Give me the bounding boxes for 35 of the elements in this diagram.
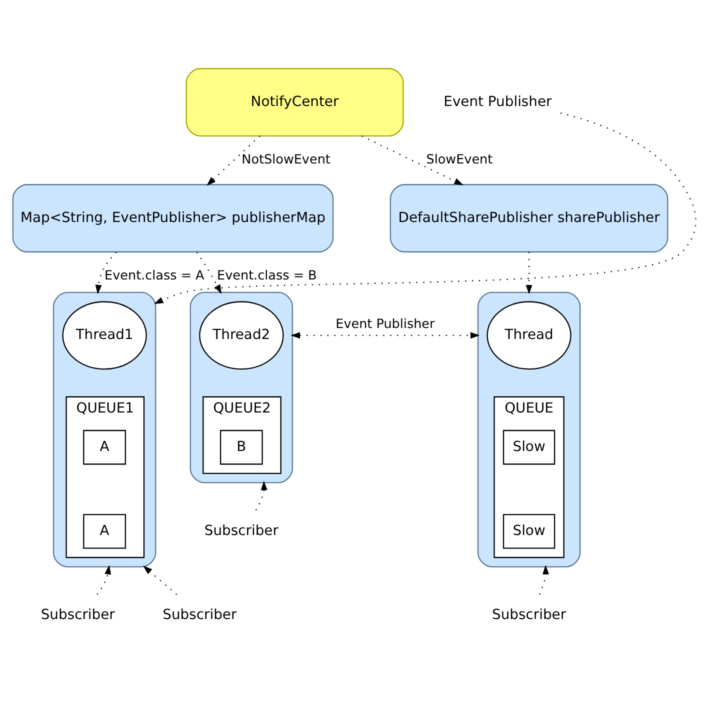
arrow (526, 252, 532, 294)
arrow (539, 564, 550, 594)
node-ellipse: Thread1 (62, 300, 147, 370)
arrow (95, 251, 117, 294)
node-box: Slow (502, 514, 556, 548)
node-ellipse: Thread (486, 300, 572, 370)
edge-label: SlowEvent (426, 152, 493, 168)
node-box: A (83, 514, 126, 548)
node-ellipse: Thread2 (199, 300, 284, 370)
arrow (362, 134, 464, 185)
edge-label: Event.class = A (104, 268, 204, 283)
cluster (190, 291, 294, 483)
cluster (477, 291, 581, 567)
node-box: Map<String, EventPublisher> publisherMap (12, 184, 334, 252)
edge-label: Event Publisher (336, 316, 435, 332)
node-text: Subscriber (204, 522, 278, 538)
node-box: Slow (502, 429, 556, 464)
cluster (52, 291, 156, 567)
arrow (290, 332, 480, 338)
arrow (96, 564, 112, 594)
node-box: NotifyCenter (186, 68, 404, 136)
arrow (143, 565, 178, 594)
arrow (206, 135, 260, 186)
node-box: B (220, 429, 263, 464)
node-text: Subscriber (492, 606, 566, 623)
node-box: DefaultSharePublisher sharePublisher (390, 184, 668, 252)
node-box: A (83, 429, 126, 464)
node-text: Event Publisher (444, 93, 552, 110)
arrow (255, 480, 268, 510)
node-text: Subscriber (40, 606, 115, 623)
edge-label: Event.class = B (217, 268, 317, 283)
arrow (154, 112, 696, 304)
edge-label: NotSlowEvent (242, 152, 330, 168)
arrow (196, 251, 222, 294)
node-text: Subscriber (162, 606, 237, 623)
